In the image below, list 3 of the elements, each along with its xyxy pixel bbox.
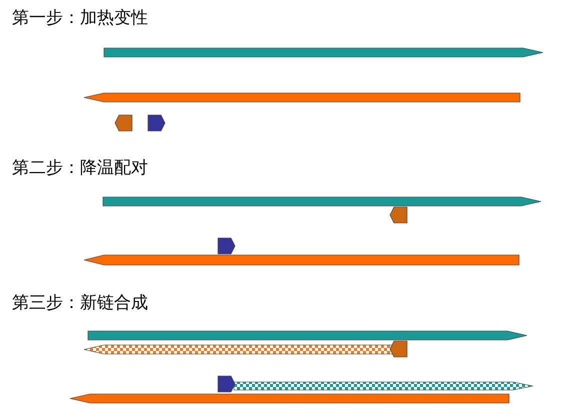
step-heading: 第三步：新链合成	[12, 292, 148, 314]
step-heading: 第一步：加热变性	[12, 7, 148, 29]
step-heading: 第二步：降温配对	[12, 157, 148, 179]
